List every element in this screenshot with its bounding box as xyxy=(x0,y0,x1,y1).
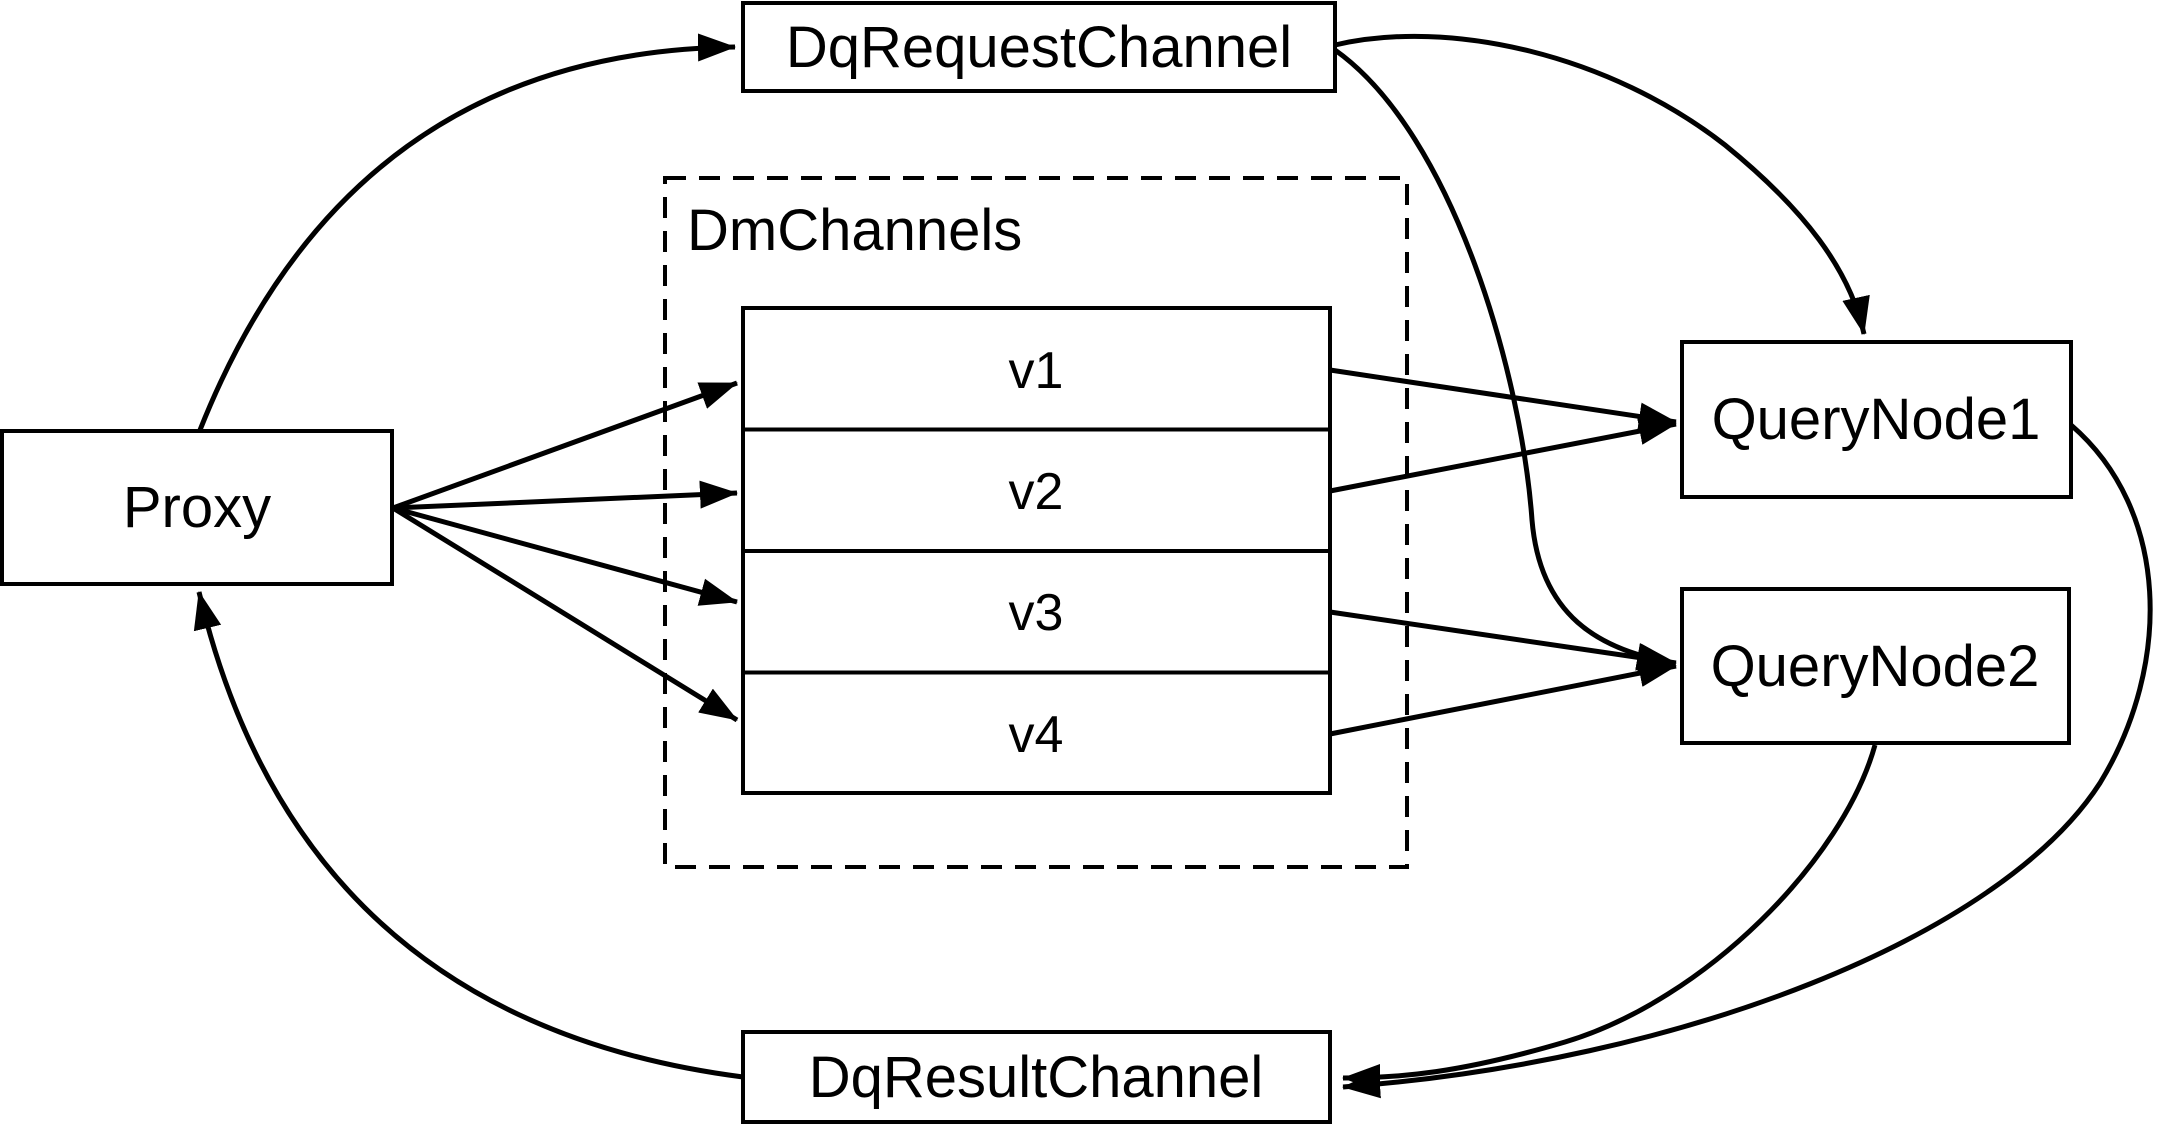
channel-v1-label: v1 xyxy=(1009,342,1064,400)
dq-result-channel-label: DqResultChannel xyxy=(809,1045,1264,1110)
proxy-label: Proxy xyxy=(123,475,271,540)
edge-v3-to-querynode2 xyxy=(1329,609,1677,672)
edge-proxy-to-v2 xyxy=(392,480,738,511)
dm-channels-label: DmChannels xyxy=(687,198,1022,263)
edge-v1-to-querynode1 xyxy=(1329,367,1677,431)
query-node-2-box xyxy=(1680,587,2071,745)
dm-channels-group-box xyxy=(663,176,1409,869)
edge-dqrequestchannel-to-querynode2 xyxy=(1333,47,1675,671)
dq-request-channel-label: DqRequestChannel xyxy=(786,15,1292,80)
dq-request-channel-box xyxy=(741,1,1337,93)
edge-proxy-to-v4 xyxy=(391,505,739,723)
edge-dqresultchannel-to-proxy xyxy=(193,591,744,1080)
channel-v2-label: v2 xyxy=(1009,463,1064,521)
channel-v4-label: v4 xyxy=(1009,706,1064,764)
edge-querynode2-to-dqresultchannel xyxy=(1342,744,1878,1092)
edge-proxy-to-v1 xyxy=(392,380,738,511)
edge-proxy-to-dqrequestchannel xyxy=(197,33,736,431)
channel-v3-label: v3 xyxy=(1009,584,1064,642)
edge-v4-to-querynode2 xyxy=(1329,659,1677,737)
dq-result-channel-box xyxy=(741,1030,1332,1124)
query-node-2-label: QueryNode2 xyxy=(1711,634,2040,699)
edge-querynode1-to-dqresultchannel xyxy=(1342,423,2153,1099)
query-node-1-box xyxy=(1680,340,2073,499)
edge-v2-to-querynode1 xyxy=(1329,417,1677,494)
edge-dqrequestchannel-to-querynode1 xyxy=(1334,33,1870,335)
edge-proxy-to-v3 xyxy=(392,505,738,606)
proxy-box xyxy=(0,429,394,586)
query-node-1-label: QueryNode1 xyxy=(1712,387,2041,452)
